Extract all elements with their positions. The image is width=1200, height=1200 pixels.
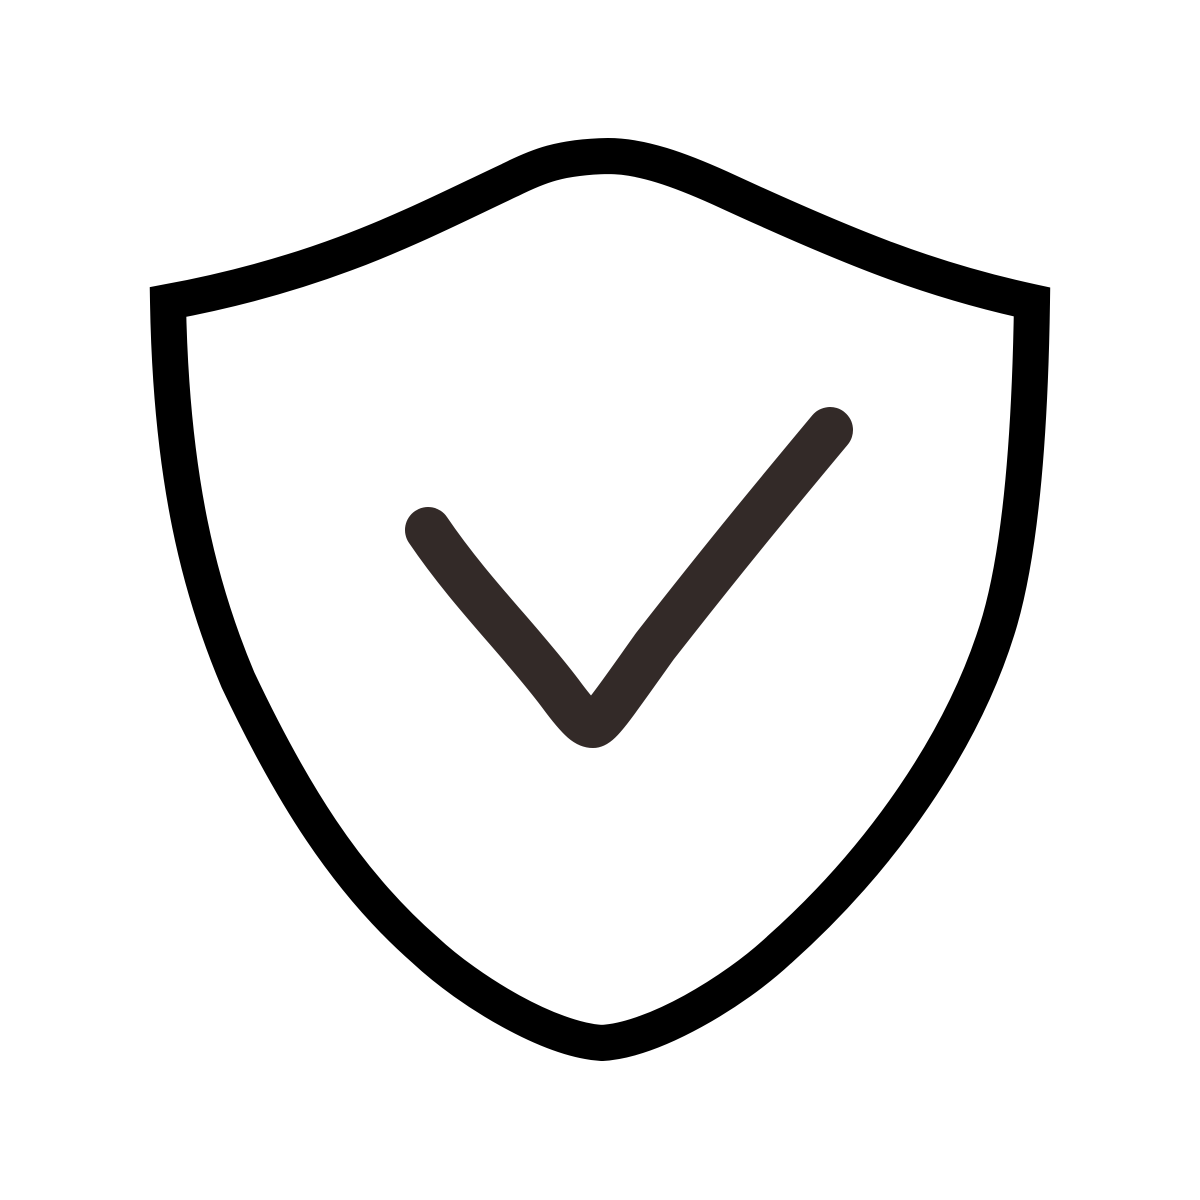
- checkmark-icon: [405, 407, 853, 748]
- shield-icon: [149, 137, 1051, 1062]
